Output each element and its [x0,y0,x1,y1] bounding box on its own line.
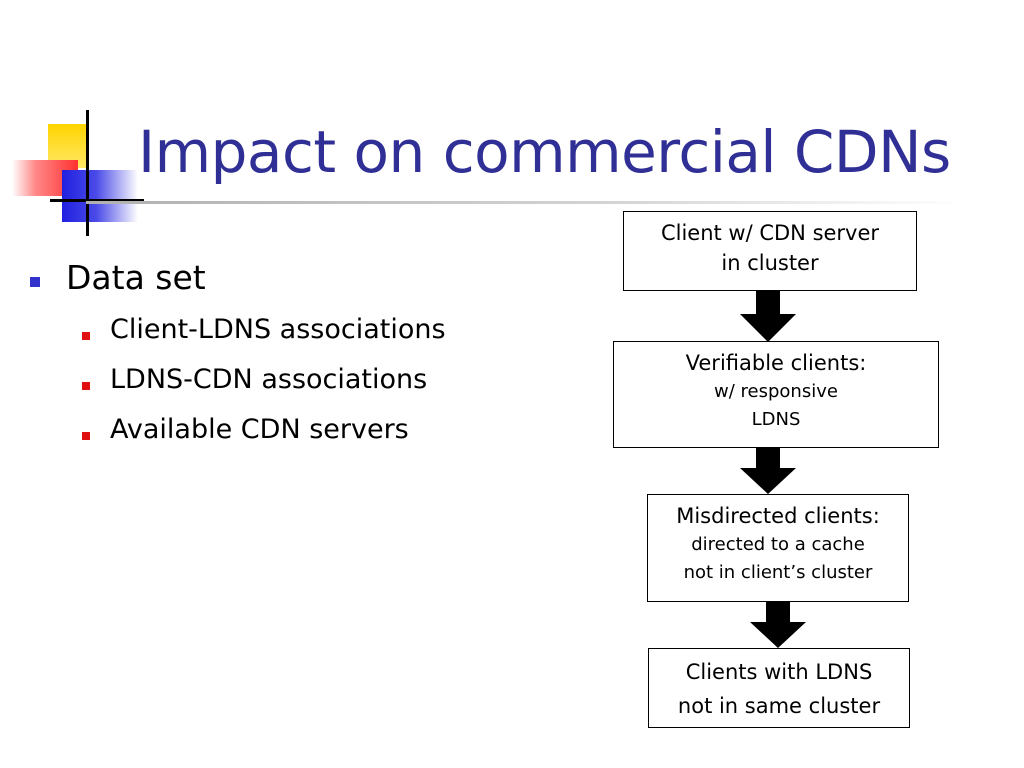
bullet-list: Data set Client-LDNS associations LDNS-C… [30,258,446,464]
flow-box-line: Client w/ CDN server [660,221,880,245]
sub-bullet-square-icon [82,382,90,390]
sub-bullet-square-icon [82,432,90,440]
flow-box-line: not in client’s cluster [683,562,873,583]
logo-decoration [0,100,150,240]
flow-box-line: w/ responsive [714,381,838,402]
sub-bullet-text: LDNS-CDN associations [110,364,428,395]
title-underline [86,201,966,204]
flow-box-line: Clients with LDNS [685,660,873,684]
bullet-text: Data set [66,258,206,297]
logo-vertical-line [86,110,89,236]
flow-box-line: in cluster [721,251,819,275]
bullet-square-icon [30,277,40,287]
down-arrow-icon [740,448,796,494]
flow-box-line: Misdirected clients: [676,504,880,528]
flow-box-line: Verifiable clients: [685,351,867,375]
down-arrow-icon [750,602,806,648]
flow-box-misdirected-clients: Misdirected clients: directed to a cache… [647,494,909,602]
flow-box-verifiable-clients: Verifiable clients: w/ responsive LDNS [613,341,939,448]
flow-box-client-cdn-server: Client w/ CDN server in cluster [623,211,917,291]
flow-box-line: not in same cluster [677,694,881,718]
sub-bullet-text: Available CDN servers [110,414,409,445]
slide-title: Impact on commercial CDNs [138,118,951,186]
sub-bullet-square-icon [82,332,90,340]
logo-horizontal-line [50,199,144,202]
flow-box-line: directed to a cache [691,534,865,555]
logo-blue-square [62,170,138,222]
down-arrow-icon [740,290,796,342]
bullet-item-data-set: Data set [30,258,206,302]
flow-box-line: LDNS [751,409,801,430]
flow-box-clients-ldns: Clients with LDNS not in same cluster [648,648,910,728]
sub-bullet-text: Client-LDNS associations [110,314,446,345]
